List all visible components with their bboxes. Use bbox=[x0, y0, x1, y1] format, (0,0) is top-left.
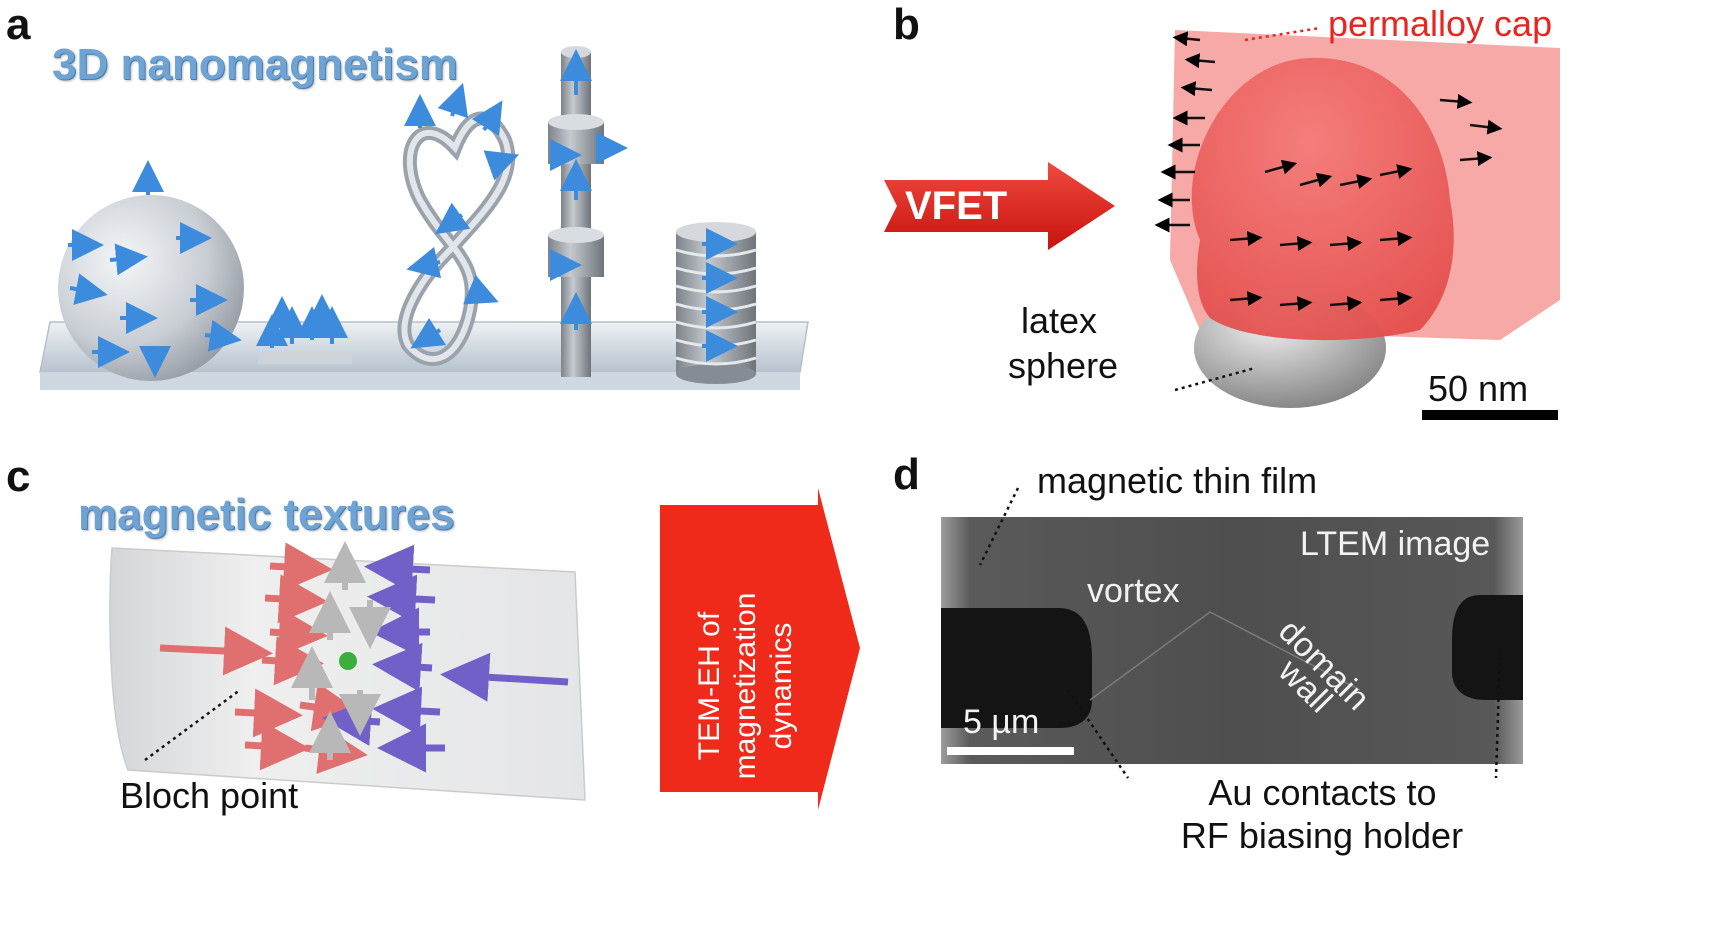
scale-bar-b-label: 50 nm bbox=[1428, 368, 1529, 409]
floor-edge bbox=[40, 372, 800, 390]
domain-wall-line bbox=[1089, 611, 1361, 701]
spin-arrows-a bbox=[68, 49, 738, 378]
scale-bar-b bbox=[1422, 410, 1558, 420]
au-contacts-label-line1: Au contacts to bbox=[1208, 772, 1437, 813]
scale-bar-d-label: 5 µm bbox=[963, 703, 1040, 741]
nanotube-surface bbox=[109, 547, 586, 801]
vortex-label: vortex bbox=[1087, 572, 1180, 610]
right-au-contact bbox=[1452, 595, 1523, 700]
left-au-contact bbox=[941, 608, 1092, 728]
film-leader-line bbox=[978, 487, 1020, 566]
magnetization-arrows bbox=[1154, 31, 1503, 312]
texture-gray-arrows bbox=[291, 541, 391, 760]
panel-d-label: d bbox=[893, 450, 920, 499]
bloch-point-label: Bloch point bbox=[120, 775, 299, 816]
latex-label-line2: sphere bbox=[1008, 345, 1119, 386]
permalloy-cap-label: permalloy cap bbox=[1328, 3, 1553, 44]
ltem-image-label: LTEM image bbox=[1300, 525, 1491, 563]
panel-c-label: c bbox=[6, 452, 31, 501]
cap-leader-line bbox=[1244, 26, 1321, 42]
au-contacts-label-line2: RF biasing holder bbox=[1180, 815, 1464, 856]
cone-pad bbox=[258, 352, 352, 364]
scale-bar-d bbox=[947, 747, 1074, 755]
panel-a-label: a bbox=[6, 0, 31, 49]
bloch-point-marker bbox=[339, 652, 357, 670]
panel-a-title: 3D nanomagnetism bbox=[52, 40, 458, 89]
magnetic-film-label: magnetic thin film bbox=[1037, 460, 1318, 501]
bloch-leader-line bbox=[144, 688, 241, 762]
domain-wall-label-group: domain wall bbox=[1271, 600, 1428, 720]
panel-b-label: b bbox=[893, 0, 920, 49]
permalloy-cap-shape bbox=[1191, 57, 1454, 341]
latex-label-line1: latex bbox=[1021, 300, 1098, 341]
texture-blue-arrows bbox=[322, 544, 569, 773]
vfet-arrow-label: VFET bbox=[905, 184, 1008, 228]
panel-c-title: magnetic textures bbox=[78, 490, 455, 539]
contact-leader-line-right bbox=[1494, 649, 1502, 779]
